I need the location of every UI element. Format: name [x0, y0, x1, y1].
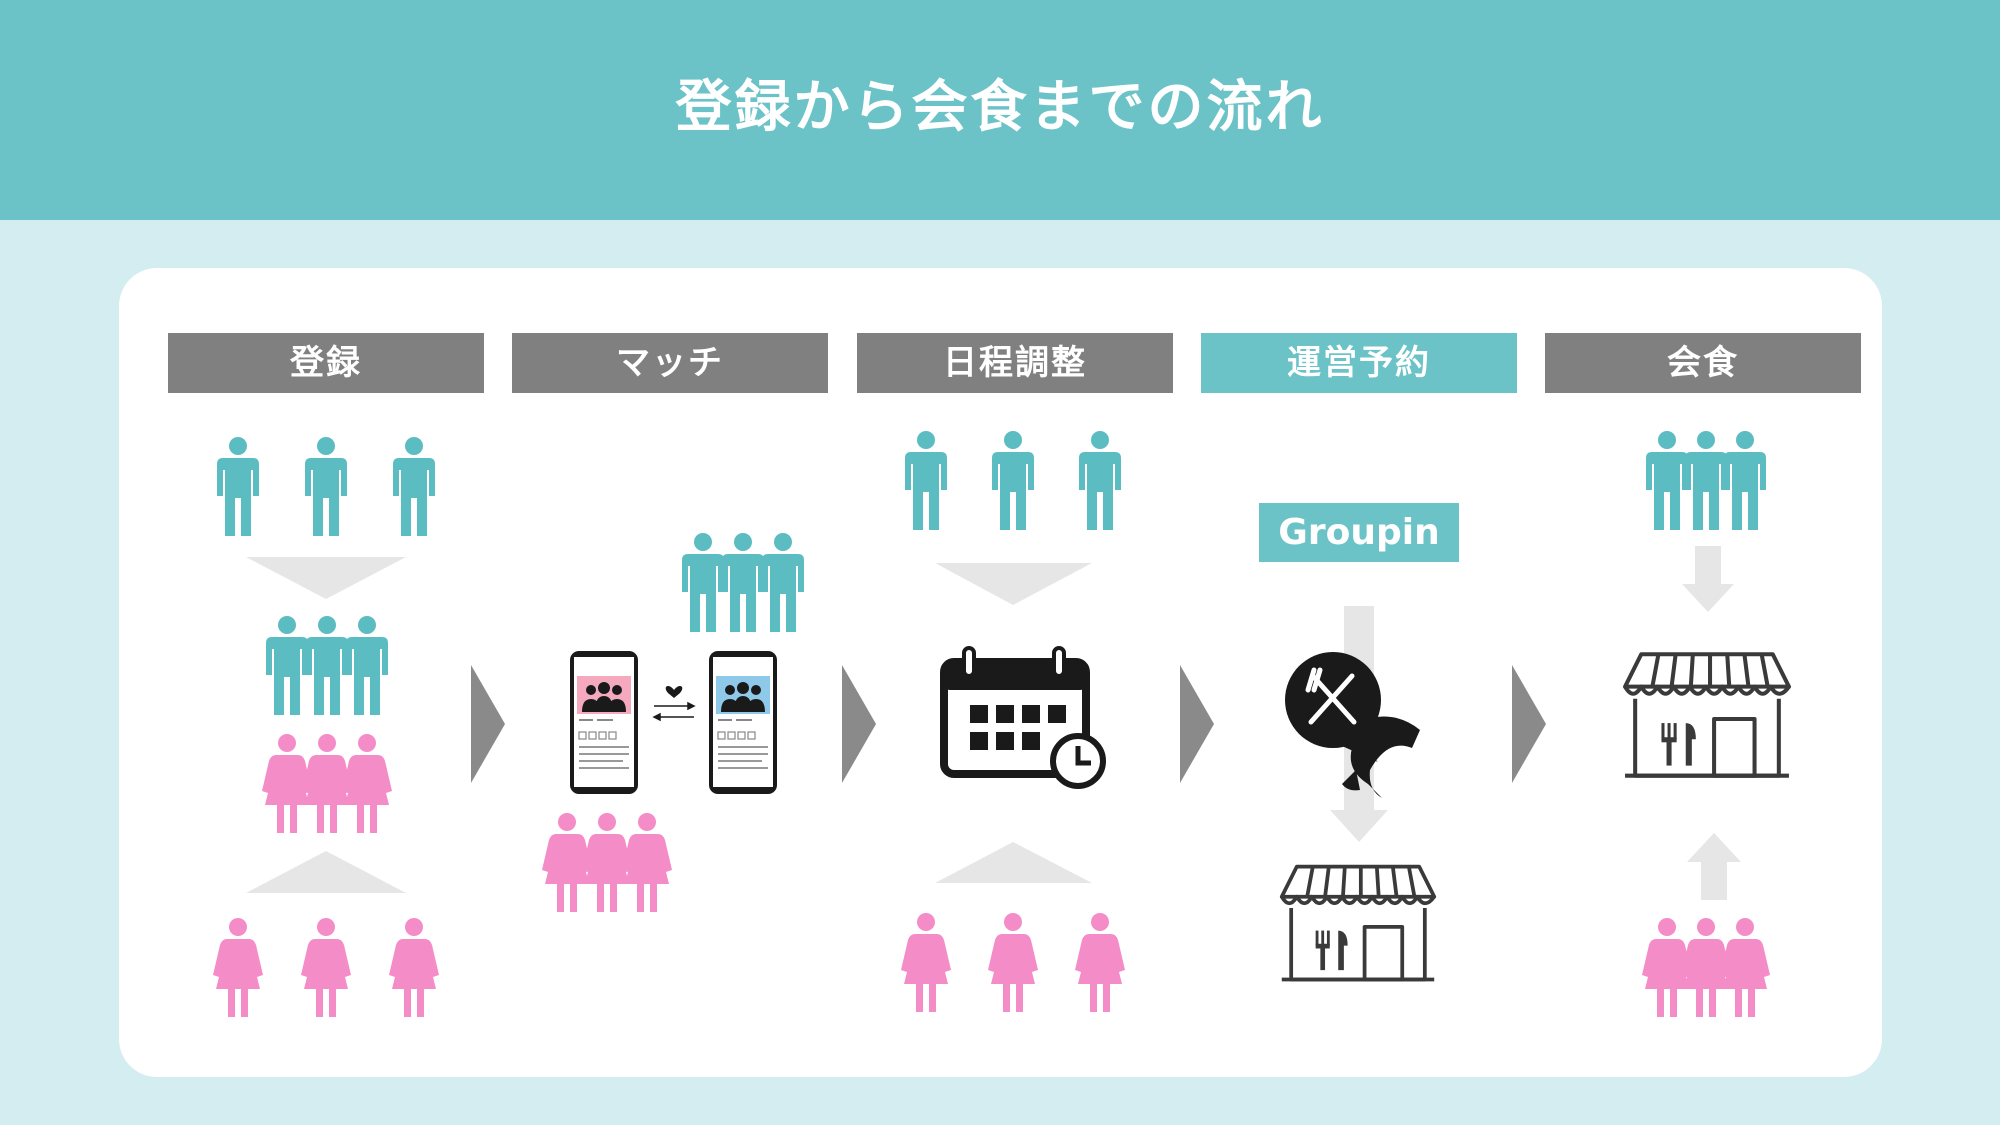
heart-icon [665, 686, 683, 698]
storefront-icon [1279, 864, 1437, 982]
up-chevron-icon [935, 842, 1092, 883]
step-label-reservation: 運営予約 [1201, 333, 1517, 393]
step-label-match: マッチ [512, 333, 828, 393]
schedule-men-row [905, 431, 1121, 530]
restaurant-phone-icon [1285, 652, 1420, 798]
dinner-women-group [1642, 918, 1770, 1017]
header-band: 登録から会食までの流れ [0, 0, 2000, 220]
groupin-badge: Groupin [1259, 503, 1459, 562]
register-women-group [262, 734, 392, 833]
match-women-group [542, 813, 672, 912]
page-title: 登録から会食までの流れ [675, 75, 1325, 140]
step-arrow-icon [1512, 665, 1546, 783]
storefront-icon [1625, 654, 1789, 775]
dinner-men-group [1646, 431, 1766, 530]
down-chevron-icon [1330, 810, 1388, 842]
step-label-schedule: 日程調整 [857, 333, 1173, 393]
step-arrow-icon [842, 665, 876, 783]
schedule-women-row [901, 913, 1125, 1012]
exchange-arrows-icon [652, 701, 696, 722]
match-men-group [682, 533, 804, 632]
down-arrow-icon [1682, 546, 1734, 612]
step-label-dinner: 会食 [1545, 333, 1861, 393]
down-chevron-icon [246, 557, 406, 599]
register-men-group [266, 616, 388, 715]
step-arrow-icon [471, 665, 505, 783]
smartphone-icon-blue [708, 650, 778, 795]
step-label-register: 登録 [168, 333, 484, 393]
calendar-icon [940, 646, 1090, 778]
clock-icon [1050, 733, 1106, 789]
up-chevron-icon [246, 851, 406, 893]
up-arrow-icon [1687, 833, 1741, 900]
register-women-row [213, 918, 439, 1017]
smartphone-icon-pink [569, 650, 639, 795]
step-arrow-icon [1180, 665, 1214, 783]
down-chevron-icon [935, 563, 1092, 605]
register-men-row [217, 437, 435, 536]
